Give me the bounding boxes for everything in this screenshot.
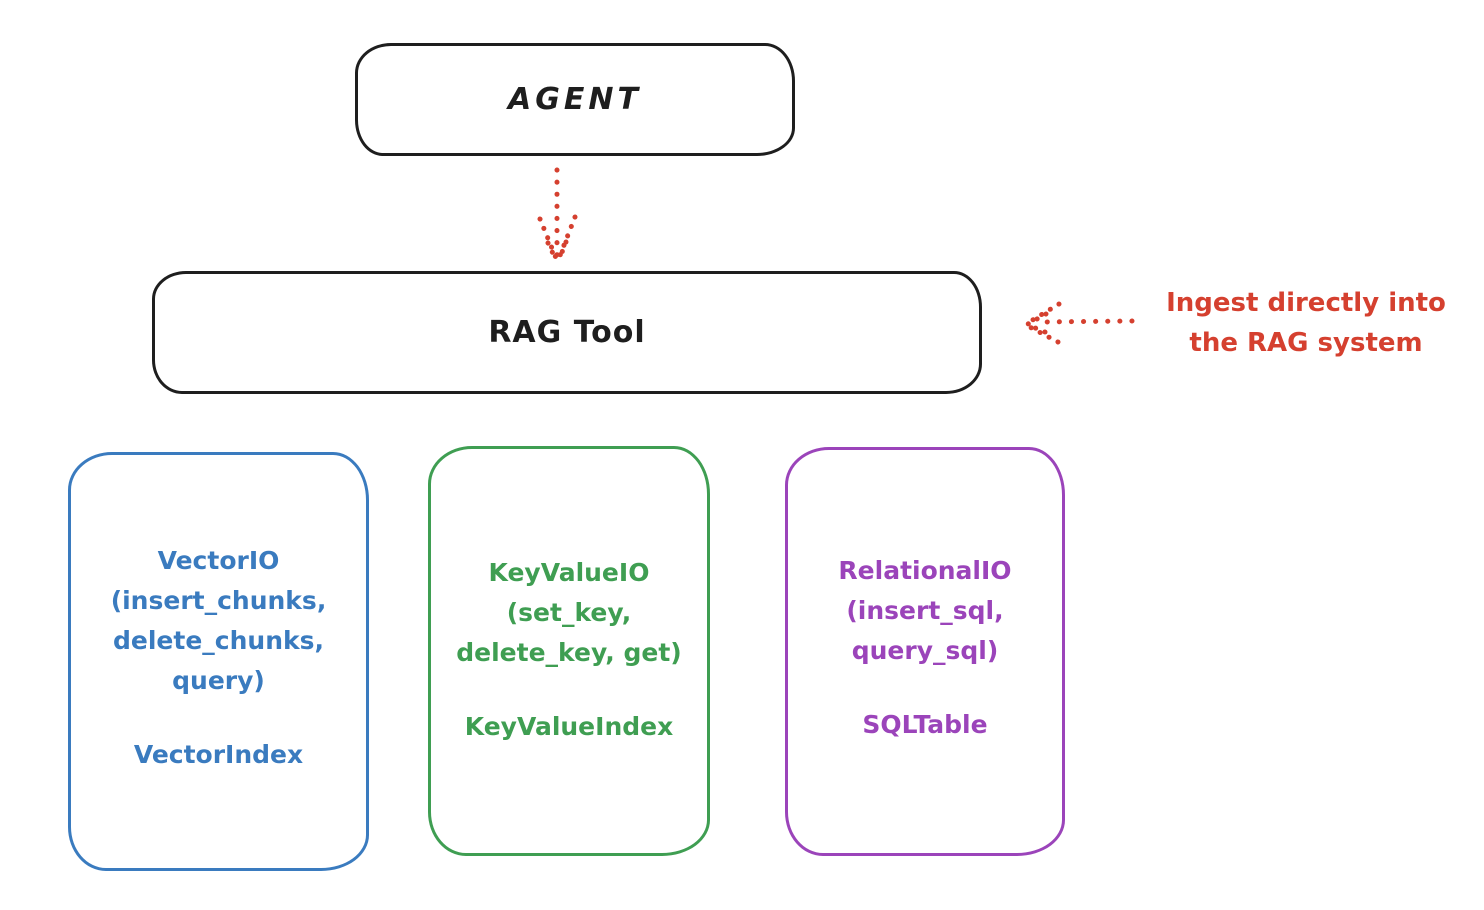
agent-label: AGENT (508, 82, 642, 117)
vector-io-methods-line: delete_chunks, (113, 626, 324, 655)
sql-table-label: SQLTable (862, 710, 988, 739)
vector-io-methods-line: (insert_chunks, (110, 586, 327, 615)
ingest-annotation: Ingest directly into the RAG system (1138, 283, 1474, 363)
vector-io-title: VectorIO (157, 546, 280, 575)
relational-io-methods-line: (insert_sql, (846, 596, 1004, 625)
rag-tool-label: RAG Tool (488, 315, 646, 350)
keyvalue-index-label: KeyValueIndex (464, 712, 674, 741)
relational-io-methods-line: query_sql) (851, 636, 999, 665)
ingest-dotted-arrow (1023, 301, 1135, 345)
agent-node: AGENT (355, 43, 795, 156)
ingest-annotation-line: the RAG system (1189, 328, 1423, 358)
keyvalue-io-title: KeyValueIO (488, 558, 650, 587)
keyvalue-io-node: KeyValueIO (set_key, delete_key, get) Ke… (428, 446, 710, 856)
vector-io-methods-line: query) (172, 666, 265, 695)
relational-io-title: RelationalIO (838, 556, 1012, 585)
ingest-annotation-line: Ingest directly into (1166, 288, 1446, 318)
rag-tool-node: RAG Tool (152, 271, 982, 394)
relational-io-node: RelationalIO (insert_sql, query_sql) SQL… (785, 447, 1065, 856)
vector-io-node: VectorIO (insert_chunks, delete_chunks, … (68, 452, 369, 871)
vector-index-label: VectorIndex (133, 740, 304, 769)
keyvalue-io-methods-line: delete_key, get) (456, 638, 682, 667)
agent-to-rag-dotted-arrow (537, 167, 578, 263)
keyvalue-io-methods-line: (set_key, (506, 598, 632, 627)
